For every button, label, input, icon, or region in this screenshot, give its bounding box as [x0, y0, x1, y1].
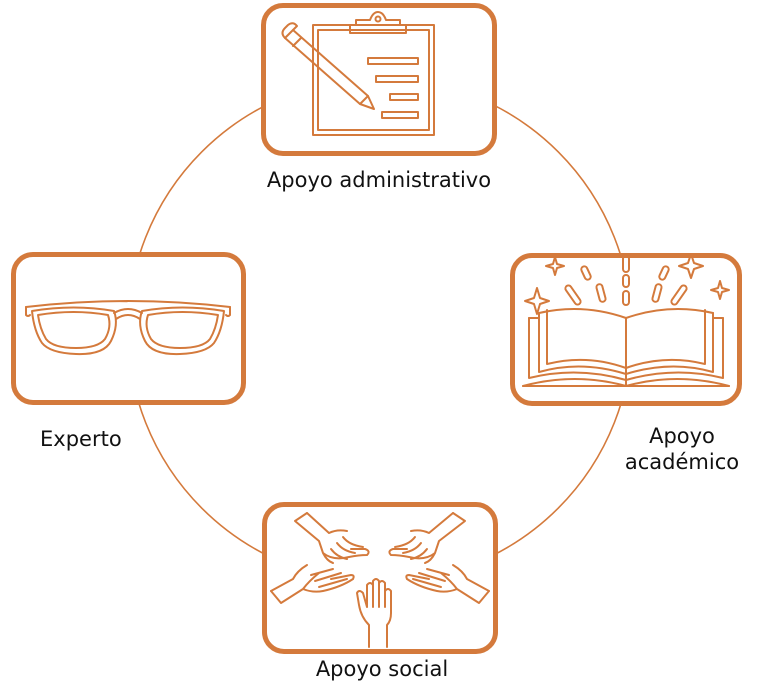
- open-book-icon: [522, 258, 730, 387]
- label-admin: Apoyo administrativo: [266, 168, 492, 192]
- label-social: Apoyo social: [315, 657, 449, 681]
- node-admin: [261, 3, 497, 156]
- node-social: [262, 502, 498, 654]
- glasses-icon: [25, 300, 231, 356]
- label-academic-line-2: académico: [624, 450, 740, 474]
- node-expert: [11, 252, 246, 405]
- label-academic-line-1: Apoyo: [649, 424, 715, 448]
- node-academic: [510, 253, 742, 406]
- label-academic: Apoyo académico: [612, 423, 752, 475]
- joined-hands-icon: [270, 512, 490, 648]
- label-expert: Experto: [40, 427, 122, 451]
- clipboard-pencil-icon: [281, 11, 435, 136]
